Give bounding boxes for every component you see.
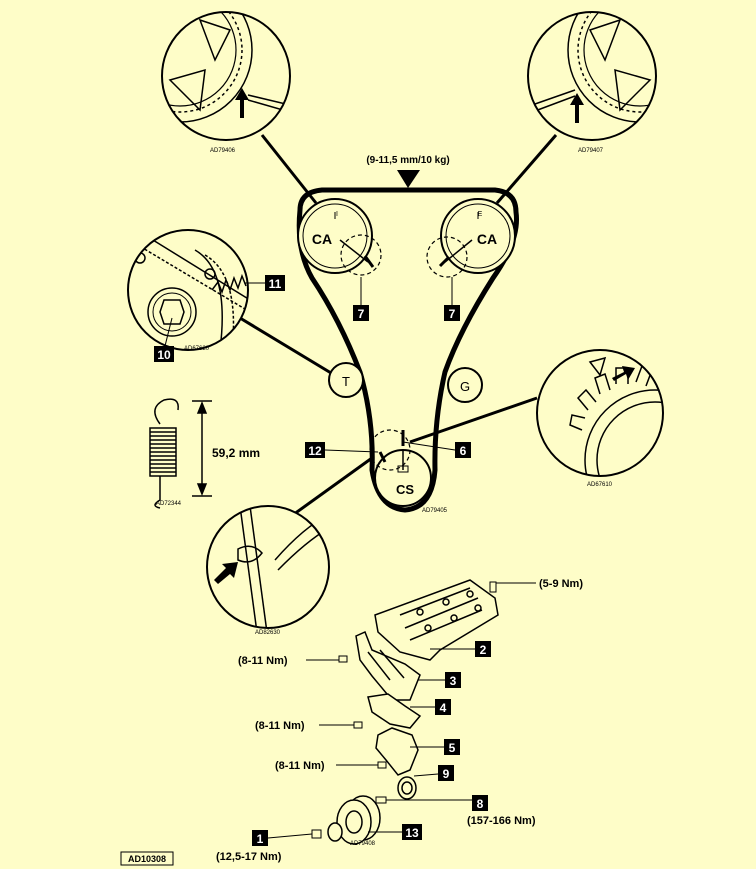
detail-code-spring: AD72344 (156, 501, 182, 507)
detail-code-crank-mark: AD82630 (255, 630, 281, 636)
tensioner-pulley: T (328, 362, 364, 398)
bolt-icon (338, 655, 348, 663)
callout-13: 13 (368, 824, 422, 840)
callout-3: 3 (418, 672, 461, 688)
bolt-icon (375, 796, 387, 804)
cover-bolt-torque: (5-9 Nm) (539, 578, 583, 590)
crank-bolt-torque: (12,5-17 Nm) (216, 851, 282, 863)
timing-belt (296, 187, 520, 513)
cover5-bolt-torque: (8-11 Nm) (275, 760, 325, 772)
callout-11: 11 (244, 275, 285, 291)
bolt-icon (489, 581, 497, 593)
svg-text:E: E (478, 211, 483, 218)
crank-pulley: CS AD79405 (369, 429, 448, 514)
cam-pulley-left: I CA (297, 198, 382, 276)
arrow-icon (612, 366, 635, 381)
callout-12: 12 (305, 442, 379, 458)
svg-text:I: I (336, 211, 338, 218)
crank-pulley-part (327, 795, 381, 845)
cylinder-head-cover (374, 579, 499, 661)
belt-tension-label: (9-11,5 mm/10 kg) (366, 155, 449, 166)
svg-text:AD10308: AD10308 (128, 854, 166, 864)
svg-text:13: 13 (405, 826, 419, 840)
callout-1: 1 (252, 830, 268, 846)
callout-4: 4 (410, 699, 451, 715)
detail-cam-left-gear: AD79406 (161, 11, 291, 154)
guide-pulley: G (447, 367, 483, 403)
svg-text:3: 3 (450, 674, 457, 688)
callout-10: 10 (154, 317, 174, 362)
bolt-icon (311, 829, 322, 839)
svg-text:11: 11 (269, 277, 282, 291)
detail-tensioner: AD67620 (127, 229, 249, 352)
detail-cam-right-gear: AD79407 (527, 11, 657, 154)
detail-code-crank-gear: AD67610 (587, 482, 613, 488)
svg-text:10: 10 (157, 348, 171, 362)
callout-8: 8 (472, 795, 488, 811)
callout-7-right: 7 (444, 277, 460, 321)
detail-crank-mark: AD82630 (206, 505, 330, 636)
bolt-icon (377, 761, 387, 769)
svg-text:6: 6 (460, 444, 467, 458)
arrow-icon (214, 562, 238, 584)
spring-length-label: 59,2 mm (212, 446, 260, 460)
cam-left-label: CA (312, 231, 332, 247)
detail-code-tensioner: AD67620 (184, 346, 210, 352)
detail-code-belt: AD79405 (422, 508, 448, 514)
detail-code-top-right: AD79407 (578, 148, 604, 154)
detail-crank-gear: AD67610 (536, 349, 664, 488)
timing-cover-middle (367, 693, 422, 729)
cam-right-label: CA (477, 231, 497, 247)
crank-sprocket (397, 776, 417, 800)
callout-5: 5 (410, 739, 460, 755)
detail-code-top-left: AD79406 (210, 148, 236, 154)
bolt-icon (353, 721, 363, 729)
svg-text:2: 2 (480, 643, 487, 657)
svg-text:G: G (460, 379, 470, 394)
timing-cover-upper (355, 630, 421, 701)
spring-illustration (149, 398, 212, 509)
tension-arrow-icon (397, 170, 420, 188)
timing-cover-lower (375, 727, 419, 776)
svg-text:9: 9 (443, 767, 450, 781)
callout-7-left: 7 (353, 277, 369, 321)
arrow-icon (235, 88, 249, 118)
callout-9: 9 (413, 765, 454, 781)
cover4-bolt-torque: (8-11 Nm) (255, 720, 305, 732)
svg-text:1: 1 (257, 832, 264, 846)
cover3-bolt-torque: (8-11 Nm) (238, 655, 288, 667)
svg-text:8: 8 (477, 797, 484, 811)
callout-2: 2 (430, 641, 491, 657)
pulley-bolt-torque: (157-166 Nm) (467, 815, 536, 827)
arrow-icon (570, 93, 584, 123)
callout-6: 6 (402, 441, 471, 458)
svg-text:7: 7 (449, 307, 456, 321)
svg-text:5: 5 (449, 741, 456, 755)
svg-text:12: 12 (308, 444, 322, 458)
crank-label: CS (396, 482, 414, 497)
detail-code-pulley: AD79408 (350, 841, 376, 847)
svg-text:4: 4 (440, 701, 447, 715)
cam-pulley-right: E CA (426, 198, 516, 278)
svg-text:7: 7 (358, 307, 365, 321)
svg-text:T: T (342, 374, 350, 389)
figure-id-box: AD10308 (120, 851, 174, 866)
